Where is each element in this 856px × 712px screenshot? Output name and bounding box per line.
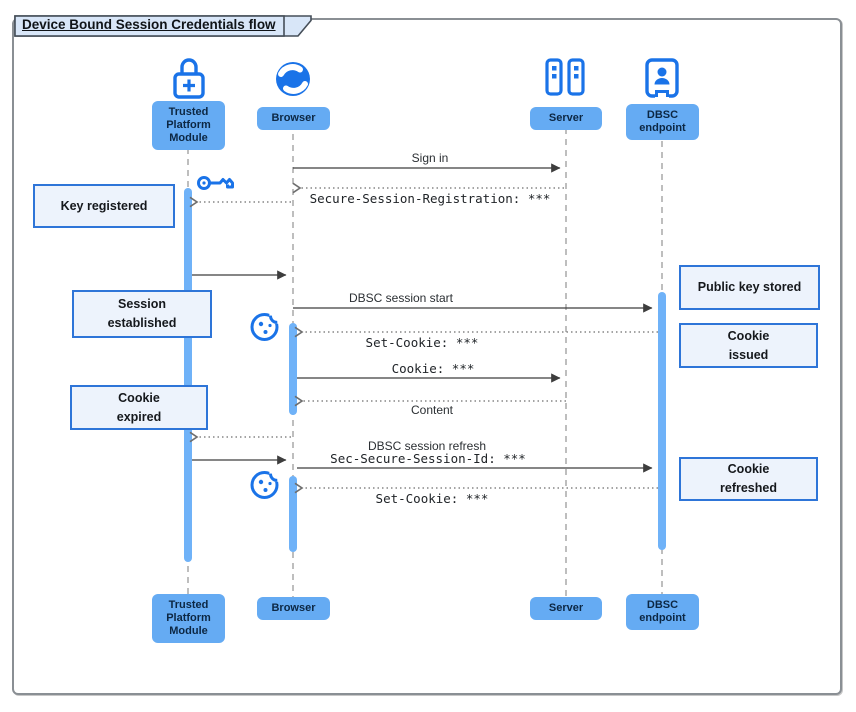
actor-bottom-browser: Browser — [257, 597, 330, 620]
note-text: Cookie issued — [727, 328, 770, 362]
activation-bar-dbsc — [658, 292, 666, 550]
message-label-dbsc-session-start: DBSC session start — [348, 291, 454, 305]
message-label-cookie: Cookie: *** — [391, 361, 475, 376]
globe-icon — [276, 62, 310, 96]
actor-top-tpm: Trusted Platform Module — [152, 101, 225, 150]
note-session-established: Session established — [72, 290, 212, 338]
activation-bar-browser-1 — [289, 323, 297, 415]
actor-bottom-tpm: Trusted Platform Module — [152, 594, 225, 643]
diagram-title: Device Bound Session Credentials flow — [22, 17, 276, 32]
cookie-icon — [250, 312, 281, 341]
actor-bottom-dbsc: DBSC endpoint — [626, 594, 699, 630]
message-label-content: Content — [410, 403, 454, 417]
note-cookie-refreshed: Cookie refreshed — [679, 457, 818, 501]
activation-bar-tpm — [184, 188, 192, 562]
note-text: Session established — [107, 297, 177, 330]
message-label-set-cookie-1: Set-Cookie: *** — [365, 335, 479, 350]
actor-top-server: Server — [530, 107, 602, 130]
lock-plus-icon — [173, 58, 205, 99]
note-key-registered: Key registered — [33, 184, 175, 228]
note-text: Cookie expired — [116, 390, 162, 424]
note-cookie-expired: Cookie expired — [70, 385, 208, 430]
message-label-set-cookie-2: Set-Cookie: *** — [375, 491, 489, 506]
message-label-dbsc-session-refresh: DBSC session refresh — [367, 439, 487, 453]
actor-top-browser: Browser — [257, 107, 330, 130]
note-text: Key registered — [60, 198, 148, 213]
key-icon — [197, 176, 234, 190]
actor-bottom-server: Server — [530, 597, 602, 620]
activation-bar-browser-2 — [289, 476, 297, 552]
note-cookie-issued: Cookie issued — [679, 323, 818, 368]
actor-top-dbsc: DBSC endpoint — [626, 104, 699, 140]
title-tab — [14, 15, 312, 37]
door-person-icon — [645, 58, 679, 98]
note-text: Cookie refreshed — [720, 462, 777, 495]
cookie-icon — [250, 470, 281, 499]
message-label-secure-session-registration: Secure-Session-Registration: *** — [309, 191, 551, 206]
message-label-sec-secure-session-id: Sec-Secure-Session-Id: *** — [330, 451, 526, 466]
message-label-sign-in: Sign in — [411, 151, 449, 165]
note-public-key-stored: Public key stored — [679, 265, 820, 310]
note-text: Public key stored — [697, 280, 802, 294]
server-racks-icon — [545, 58, 585, 96]
